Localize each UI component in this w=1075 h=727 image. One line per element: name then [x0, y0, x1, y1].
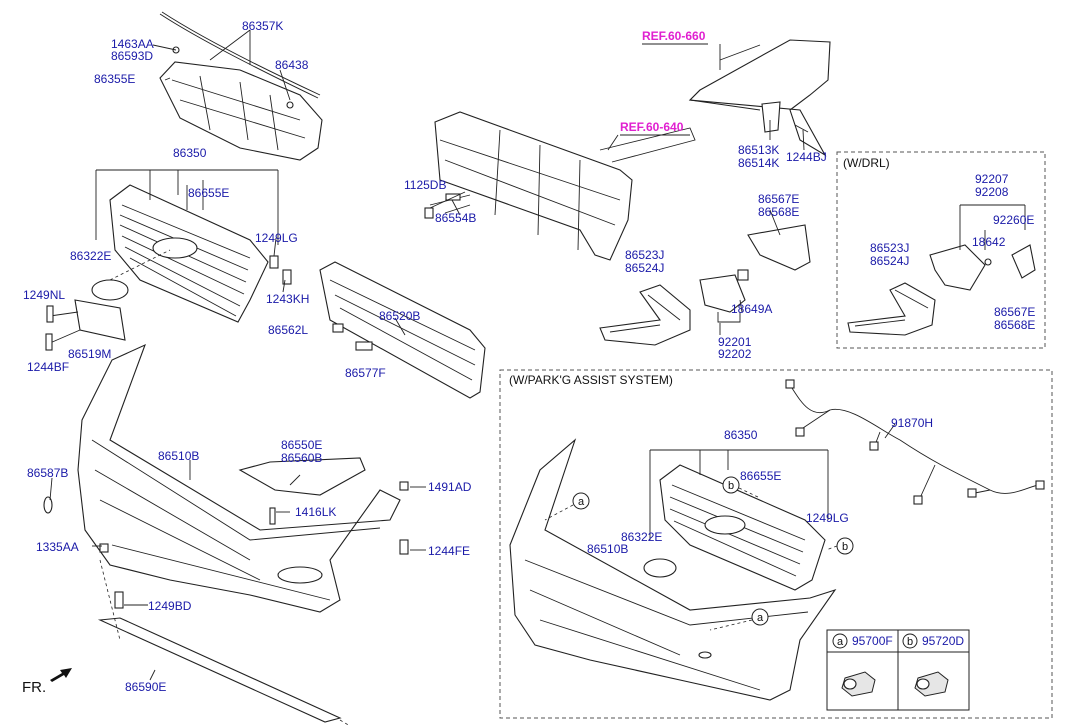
front-label: FR. — [22, 679, 46, 696]
ref-label-60-640[interactable]: REF.60-640 — [620, 120, 684, 134]
part-label: 86514K — [738, 156, 779, 170]
part-label: 86524J — [870, 254, 909, 268]
part-label: 86513K — [738, 143, 779, 157]
fender — [688, 39, 831, 157]
part-label: 86350 — [173, 146, 207, 160]
part-label: 18649A — [731, 302, 772, 316]
ref-label-60-660[interactable]: REF.60-660 — [642, 29, 706, 43]
legend-b-letter: b — [907, 636, 913, 648]
part-label: 86438 — [275, 58, 309, 72]
radiator-grille-86350 — [95, 169, 279, 323]
part-label: 86577F — [345, 366, 386, 380]
part-label: 86568E — [994, 318, 1035, 332]
drl-box: (W/DRL) 92207 92208 92260E 86523J 86524J… — [836, 151, 1046, 349]
part-label: 1244BJ — [786, 150, 827, 164]
part-label: 86519M — [68, 347, 111, 361]
fog-cover-86523j — [599, 284, 691, 346]
part-label: 92208 — [975, 185, 1009, 199]
leader-lines — [49, 29, 805, 681]
part-label: 1491AD — [428, 480, 472, 494]
callout-a-letter: a — [757, 612, 764, 624]
part-label: 86322E — [70, 249, 111, 263]
callout-b-letter: b — [728, 480, 734, 492]
part-label: 86524J — [625, 261, 664, 275]
upper-bracket-86355e — [159, 46, 323, 161]
part-label: 86523J — [870, 241, 909, 255]
callout-a-letter: a — [578, 496, 585, 508]
part-label: 1125DB — [404, 178, 446, 192]
callout-b — [722, 476, 740, 494]
cover-strip-86357k — [159, 11, 321, 99]
part-label: 86355E — [94, 72, 135, 86]
part-label: 1243KH — [266, 292, 309, 306]
part-label: 1249BD — [148, 599, 192, 613]
part-label: 91870H — [891, 416, 933, 430]
part-label: 86510B — [587, 542, 628, 556]
part-label: 86590E — [125, 680, 166, 694]
part-label: 86655E — [188, 186, 229, 200]
part-label: 1249LG — [806, 511, 849, 525]
callout-b-letter: b — [842, 541, 848, 553]
sensor-legend-table: a 95700F b 95720D — [826, 629, 970, 711]
part-label: 18642 — [972, 235, 1006, 249]
front-bumper-86510b — [77, 343, 401, 613]
arrow-icon — [50, 668, 72, 682]
part-label: 86357K — [242, 19, 283, 33]
emblem-86322e — [91, 249, 171, 301]
part-label: 1249NL — [23, 288, 65, 302]
part-label: 86560B — [281, 451, 322, 465]
part-label: 86568E — [758, 205, 799, 219]
part-label: 92201 — [718, 335, 752, 349]
part-label: 92202 — [718, 347, 752, 361]
part-label: 86587B — [27, 466, 68, 480]
part-label: 86593D — [111, 49, 153, 63]
front-end-carrier — [429, 111, 696, 261]
park-assist-box: (W/PARK'G ASSIST SYSTEM) a b b a 91870H … — [499, 369, 1053, 719]
part-label: 86562L — [268, 323, 308, 337]
part-label: 86567E — [994, 305, 1035, 319]
part-label: 1244FE — [428, 544, 470, 558]
front-direction-indicator: FR. — [22, 668, 72, 696]
part-label: 1463AA — [111, 37, 154, 51]
legend-a-letter: a — [837, 636, 844, 648]
fog-bracket-86567e — [747, 224, 811, 271]
part-label: 86350 — [724, 428, 758, 442]
park-assist-box-title: (W/PARK'G ASSIST SYSTEM) — [509, 373, 673, 387]
part-label: 86550E — [281, 438, 322, 452]
part-label: 86655E — [740, 469, 781, 483]
part-label: 1335AA — [36, 540, 79, 554]
callout-a — [751, 608, 769, 626]
legend-a-part: 95700F — [852, 634, 893, 648]
main-part-labels: 86357K 1463AA 86593D 86438 86355E 86350 … — [23, 19, 827, 694]
legend-b-part: 95720D — [922, 634, 964, 648]
part-label: 86520B — [379, 309, 420, 323]
part-label: 86510B — [158, 449, 199, 463]
part-label: 92207 — [975, 172, 1009, 186]
part-label: 86523J — [625, 248, 664, 262]
part-label: 86322E — [621, 530, 662, 544]
sensor-icon-a — [841, 671, 876, 697]
part-label: 1249LG — [255, 231, 298, 245]
callout-a — [572, 492, 590, 510]
lower-lip-86590e — [97, 559, 351, 727]
license-bracket-86519m — [49, 299, 126, 344]
part-label: 1416LK — [295, 505, 336, 519]
part-label: 86554B — [435, 211, 476, 225]
part-label: 86567E — [758, 192, 799, 206]
sensor-icon-b — [914, 671, 949, 697]
side-bracket-86550e — [238, 457, 366, 496]
part-label: 92260E — [993, 213, 1034, 227]
part-label: 1244BF — [27, 360, 69, 374]
drl-box-title: (W/DRL) — [843, 156, 890, 170]
